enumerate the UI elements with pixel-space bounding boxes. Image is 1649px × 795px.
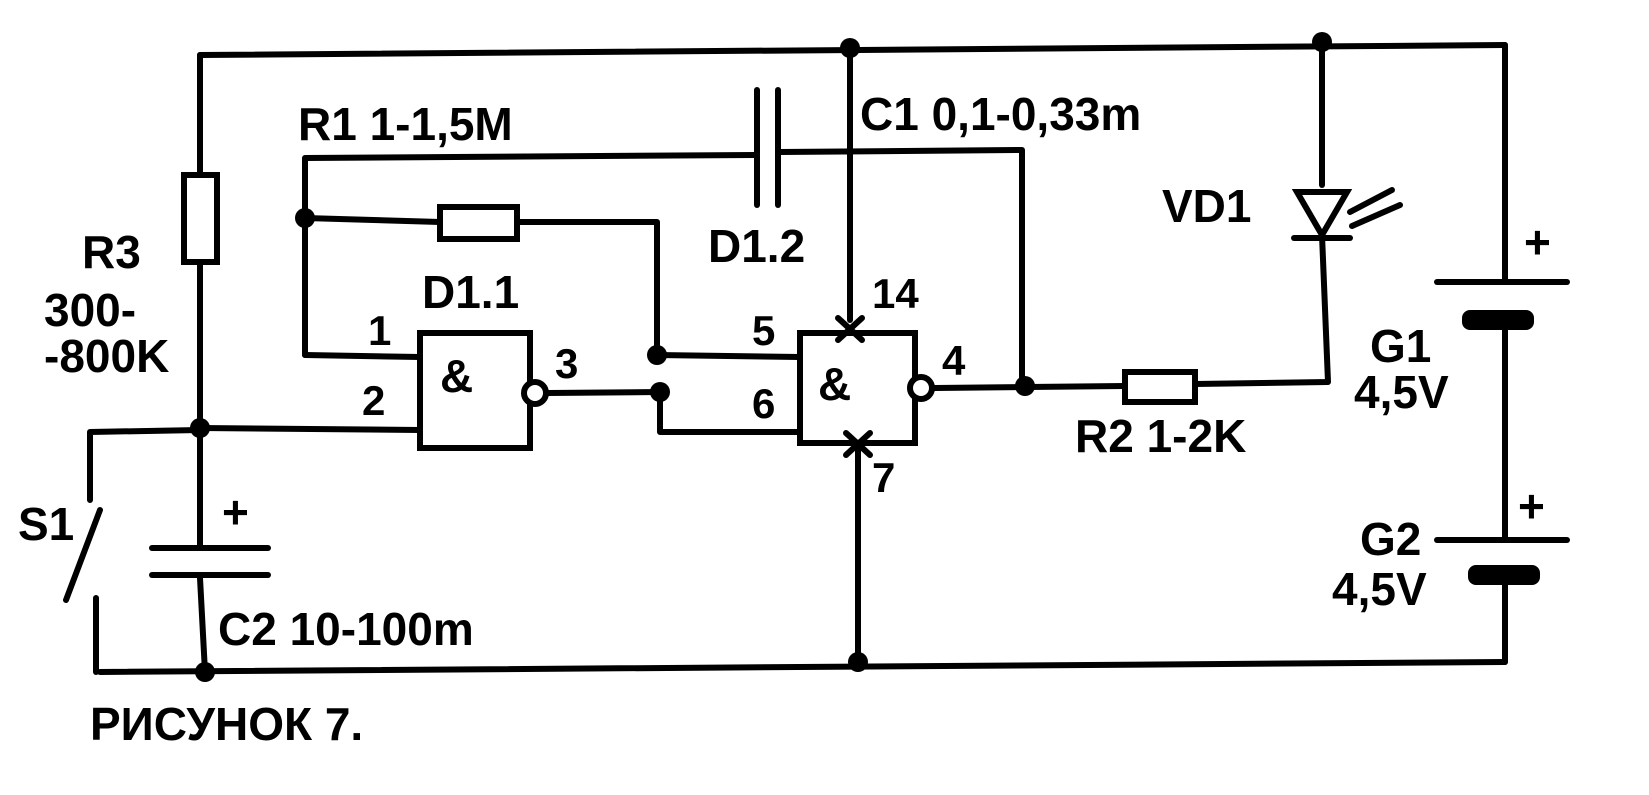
pin-14-label: 14 [872, 270, 919, 317]
pin-2-label: 2 [362, 377, 385, 424]
g2-name-label: G2 [1360, 513, 1421, 565]
s1-switch [63, 507, 103, 603]
r3-resistor [181, 172, 220, 265]
g1-value-label: 4,5V [1354, 366, 1449, 418]
pin-3-label: 3 [555, 340, 578, 387]
pin-4-label: 4 [942, 337, 966, 384]
g2-battery [1434, 537, 1570, 585]
pin-5-label: 5 [752, 307, 775, 354]
r2-label: R2 1-2K [1075, 410, 1246, 462]
c1-label: C1 0,1-0,33m [860, 88, 1141, 140]
g1-battery [1434, 279, 1570, 330]
r2-resistor [1122, 369, 1198, 405]
r3-name-label: R3 [82, 226, 141, 278]
d11-and-symbol: & [440, 350, 473, 402]
d12-and-symbol: & [818, 358, 851, 410]
r1-label: R1 1-1,5M [298, 98, 513, 150]
vd1-label: VD1 [1162, 180, 1251, 232]
vd1-led [1291, 187, 1403, 241]
c2-label: C2 10-100m [218, 603, 474, 655]
g1-name-label: G1 [1370, 320, 1431, 372]
r3-value-label-2: -800K [44, 330, 169, 382]
d11-gate [417, 330, 549, 451]
c2-capacitor [149, 545, 271, 578]
r1-resistor [437, 204, 520, 242]
g1-plus-symbol: + [1524, 216, 1551, 268]
g2-plus-symbol: + [1518, 480, 1545, 532]
g2-value-label: 4,5V [1332, 563, 1427, 615]
d12-label: D1.2 [708, 220, 805, 272]
c1-capacitor [754, 87, 781, 208]
c2-plus-symbol: + [222, 486, 249, 538]
d11-label: D1.1 [422, 266, 519, 318]
junctions [190, 32, 1332, 682]
wires [87, 42, 1508, 675]
r3-value-label-1: 300- [44, 284, 136, 336]
s1-label: S1 [18, 498, 74, 550]
figure-caption: РИСУНОК 7. [90, 698, 363, 750]
pin-7-label: 7 [872, 454, 895, 501]
pin-1-label: 1 [368, 307, 391, 354]
pin-6-label: 6 [752, 380, 775, 427]
d12-gate [797, 315, 935, 458]
